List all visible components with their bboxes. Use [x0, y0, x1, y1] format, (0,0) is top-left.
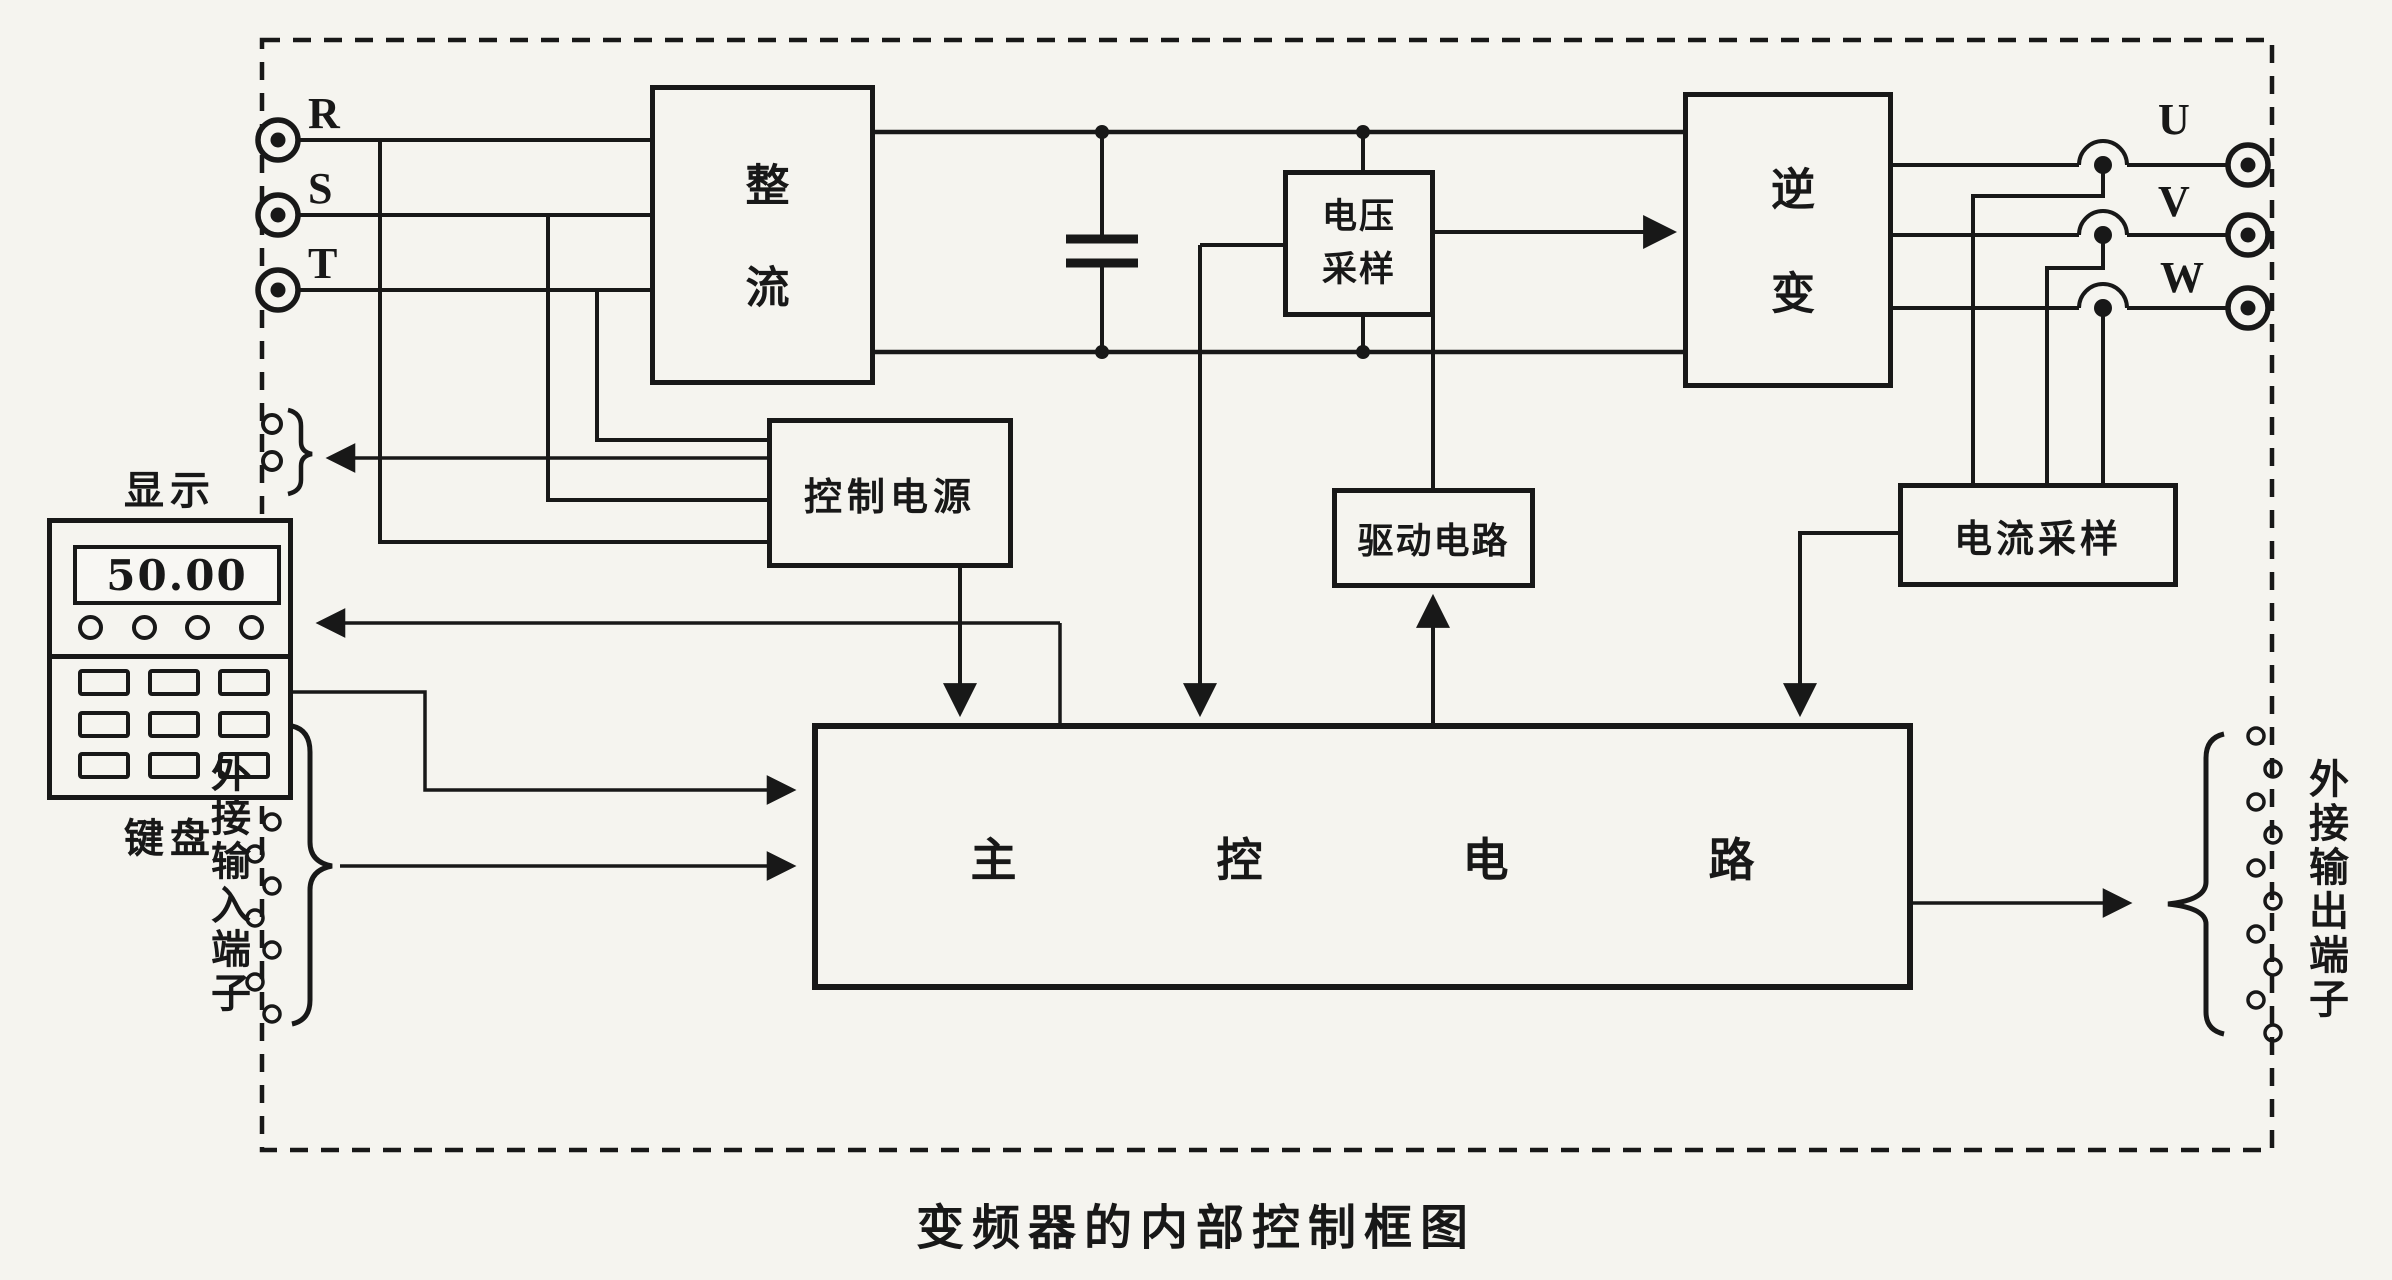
keypad-button	[148, 669, 200, 696]
external-output-terminals	[2167, 726, 2283, 1043]
main-control-block: 主 控 电 路	[812, 723, 1913, 990]
current-sampling-label: 电流采样	[1953, 516, 2122, 561]
terminal-label-r: R	[308, 89, 340, 138]
figure-caption: 变频器的内部控制框图	[915, 1200, 1476, 1256]
main-control-char: 控	[1216, 832, 1263, 887]
current-sensor-dots	[2094, 156, 2112, 317]
current-sampling-input-wires	[1971, 172, 2105, 483]
current-sampling-block: 电流采样	[1898, 483, 2178, 587]
control-power-label: 控制电源	[803, 474, 976, 519]
main-control-char: 路	[1708, 832, 1755, 887]
drive-to-inverter-arrow	[1431, 215, 1678, 488]
keypad-button	[148, 710, 200, 738]
keypad-button	[148, 752, 200, 779]
terminal-label-w: W	[2160, 253, 2204, 302]
inverter-block: 逆变	[1683, 92, 1893, 388]
terminal-label-u: U	[2158, 95, 2190, 144]
terminal-label-s: S	[308, 164, 333, 213]
main-control-char: 电	[1462, 832, 1509, 887]
external-output-label: 外接输出端子	[2302, 758, 2348, 1022]
drive-circuit-label: 驱动电路	[1357, 521, 1510, 562]
rst-terminal-circles	[255, 117, 301, 313]
rst-input-wires	[299, 138, 650, 292]
external-output-brace	[2167, 731, 2225, 1037]
keypad-button	[78, 669, 130, 696]
uvw-terminal-circles	[2225, 142, 2271, 331]
voltage-sampling-label: 电压采样	[1321, 197, 1396, 290]
keypad-button	[218, 669, 270, 696]
frequency-display: 50.00	[73, 545, 281, 605]
voltage-sampling-block: 电压采样	[1283, 170, 1435, 317]
control-power-block: 控制电源	[767, 418, 1013, 568]
rectifier-label: 整流	[737, 162, 789, 366]
junction-dots	[1095, 125, 1370, 359]
operator-panel-device: 50.00	[47, 518, 293, 800]
display-caption: 显示	[124, 468, 216, 514]
drive-circuit-block: 驱动电路	[1332, 488, 1535, 588]
keypad-to-main-control-arrow	[293, 690, 797, 805]
keypad-button	[218, 710, 270, 738]
keypad-button	[78, 752, 130, 779]
voltage-sampling-wires	[1183, 132, 1365, 718]
panel-led-row	[64, 615, 278, 640]
panel-led	[238, 615, 264, 640]
main-control-to-display-wires	[315, 608, 1062, 723]
control-power-input-wires	[378, 140, 767, 544]
dc-link-capacitor	[1066, 132, 1138, 352]
current-sampling-to-main-control-arrow	[1783, 531, 1898, 718]
panel-divider	[51, 654, 289, 659]
main-control-char: 主	[970, 832, 1017, 887]
rectifier-block: 整流	[650, 85, 875, 385]
dc-bus-wires	[875, 129, 1683, 355]
keypad-button	[218, 752, 270, 779]
control-external-brace	[287, 407, 313, 497]
keypad-button-grid	[78, 669, 270, 779]
panel-led	[131, 615, 157, 640]
panel-led	[78, 615, 104, 640]
uvw-output-wires	[1893, 139, 2227, 310]
keypad-button	[78, 710, 130, 738]
terminal-label-t: T	[308, 239, 338, 288]
external-input-brace	[291, 723, 333, 1027]
terminal-label-v: V	[2158, 177, 2190, 226]
panel-led	[185, 615, 211, 640]
external-input-label: 外接输入端子	[204, 752, 250, 1016]
inverter-label: 逆变	[1763, 166, 1814, 374]
keypad-caption: 键盘	[124, 816, 216, 862]
control-external-terminals	[261, 407, 313, 497]
